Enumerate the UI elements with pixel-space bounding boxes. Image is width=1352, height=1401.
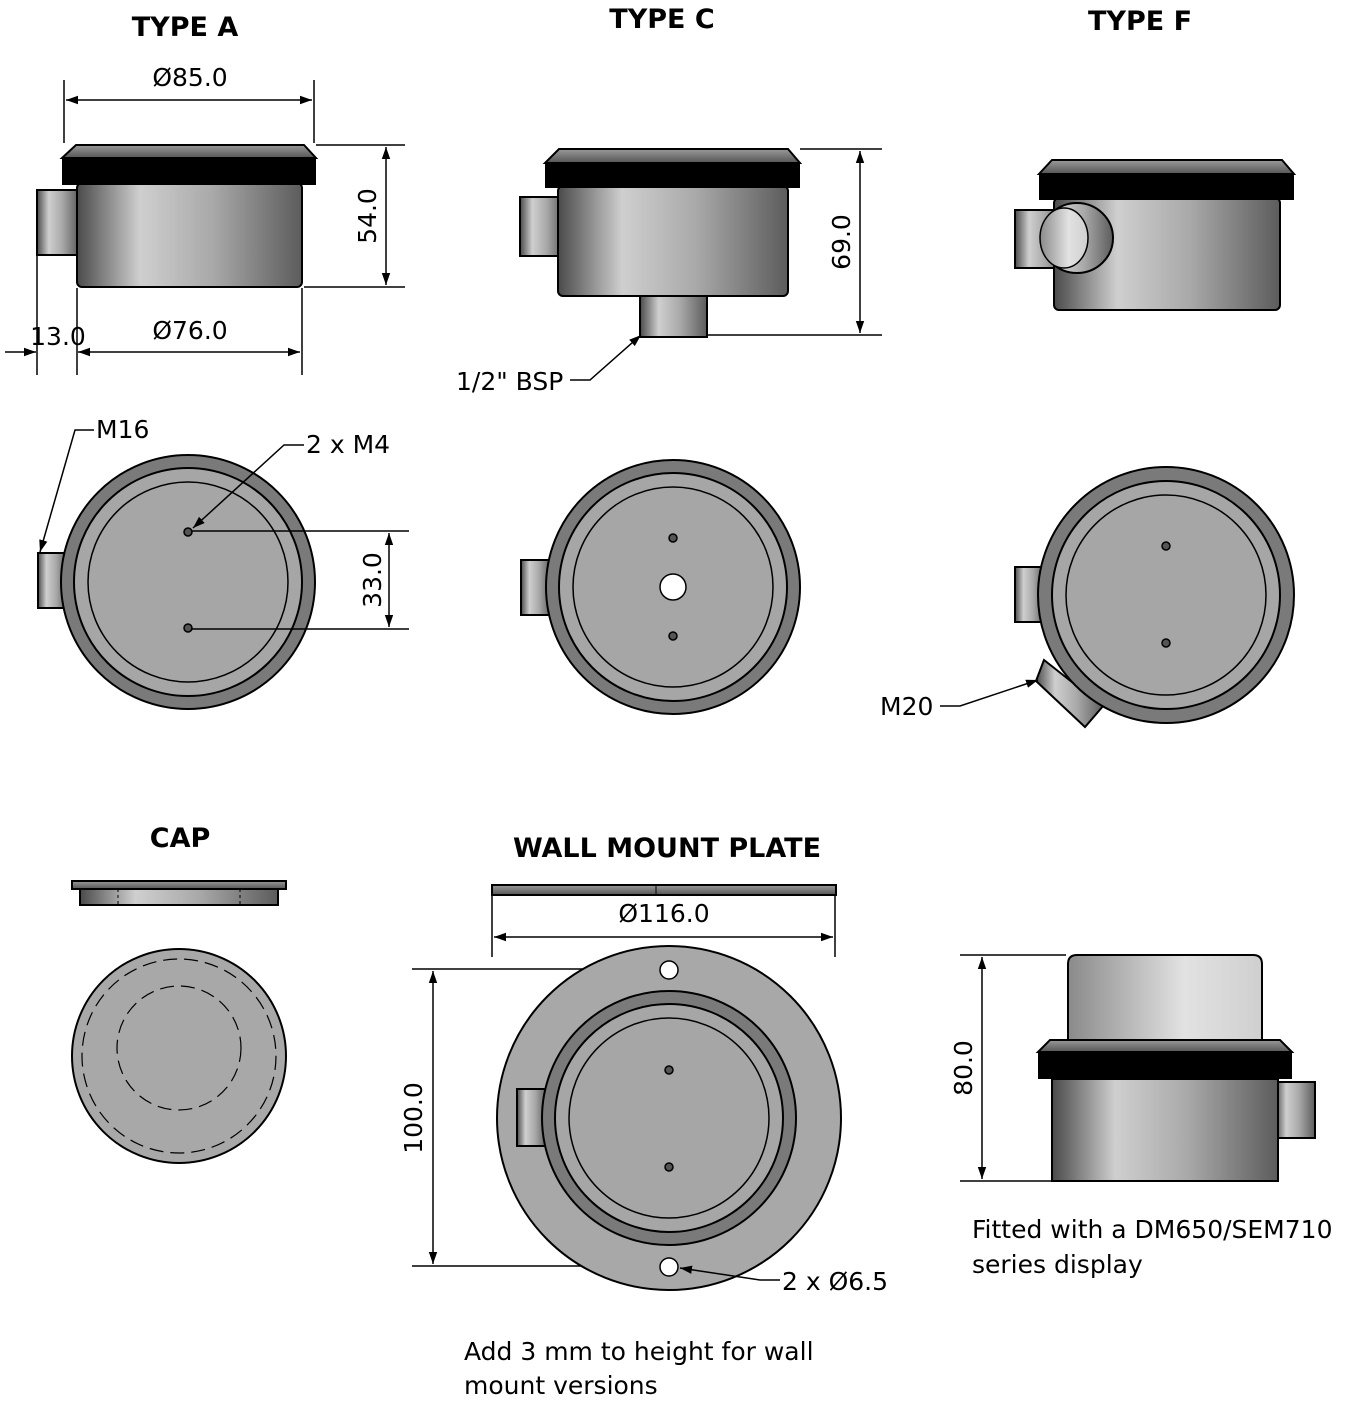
m20-callout: M20 — [880, 692, 933, 721]
type-a-height-label: 54.0 — [353, 188, 382, 244]
display-height-label: 80.0 — [949, 1040, 978, 1096]
type-c-top-view — [520, 459, 801, 715]
type-c-title: TYPE C — [609, 4, 714, 35]
type-a-gland-length-label: 13.0 — [30, 322, 86, 351]
type-a-side-view — [36, 144, 319, 288]
bsp-callout: 1/2" BSP — [456, 367, 563, 396]
cap-side-view — [71, 880, 287, 906]
type-a-top-view — [37, 454, 316, 710]
type-c-dimensions: 69.0 1/2" BSP — [456, 148, 882, 396]
type-a-hole-spacing-label: 33.0 — [358, 552, 387, 608]
cap-top-view — [71, 948, 287, 1164]
m4-callout: 2 x M4 — [306, 430, 390, 459]
type-f-top-view — [1014, 466, 1295, 729]
wall-plate-hole-spacing-label: 100.0 — [399, 1082, 428, 1154]
display-note-line-1: Fitted with a DM650/SEM710 — [972, 1215, 1332, 1244]
type-c-height-label: 69.0 — [827, 214, 856, 270]
type-f-side-view — [1014, 159, 1297, 311]
type-a-dimensions: Ø85.0 54.0 13.0 Ø76.0 — [5, 63, 405, 375]
wall-plate-diameter-label: Ø116.0 — [618, 899, 709, 928]
wall-mount-title: WALL MOUNT PLATE — [513, 833, 821, 864]
display-dimensions: 80.0 — [949, 954, 1066, 1182]
type-a-body-diameter-label: Ø76.0 — [152, 316, 227, 345]
type-a-top-diameter-label: Ø85.0 — [152, 63, 227, 92]
display-note-line-2: series display — [972, 1250, 1143, 1279]
plate-holes-callout: 2 x Ø6.5 — [782, 1267, 888, 1296]
wall-note-line-2: mount versions — [464, 1371, 658, 1400]
wall-plate-side-view — [491, 884, 837, 896]
type-a-title: TYPE A — [132, 12, 239, 43]
wall-plate-callouts: 2 x Ø6.5 — [679, 1265, 888, 1296]
type-c-side-view — [519, 148, 803, 338]
type-f-title: TYPE F — [1088, 6, 1192, 37]
type-f-callouts: M20 — [880, 679, 1039, 721]
m16-callout: M16 — [96, 415, 149, 444]
wall-note-line-1: Add 3 mm to height for wall — [464, 1337, 814, 1366]
type-a-top-callouts: 33.0 M16 2 x M4 — [39, 415, 409, 630]
cap-title: CAP — [150, 823, 211, 854]
display-fitted-view — [1035, 954, 1316, 1182]
wall-plate-top-view — [496, 945, 842, 1291]
